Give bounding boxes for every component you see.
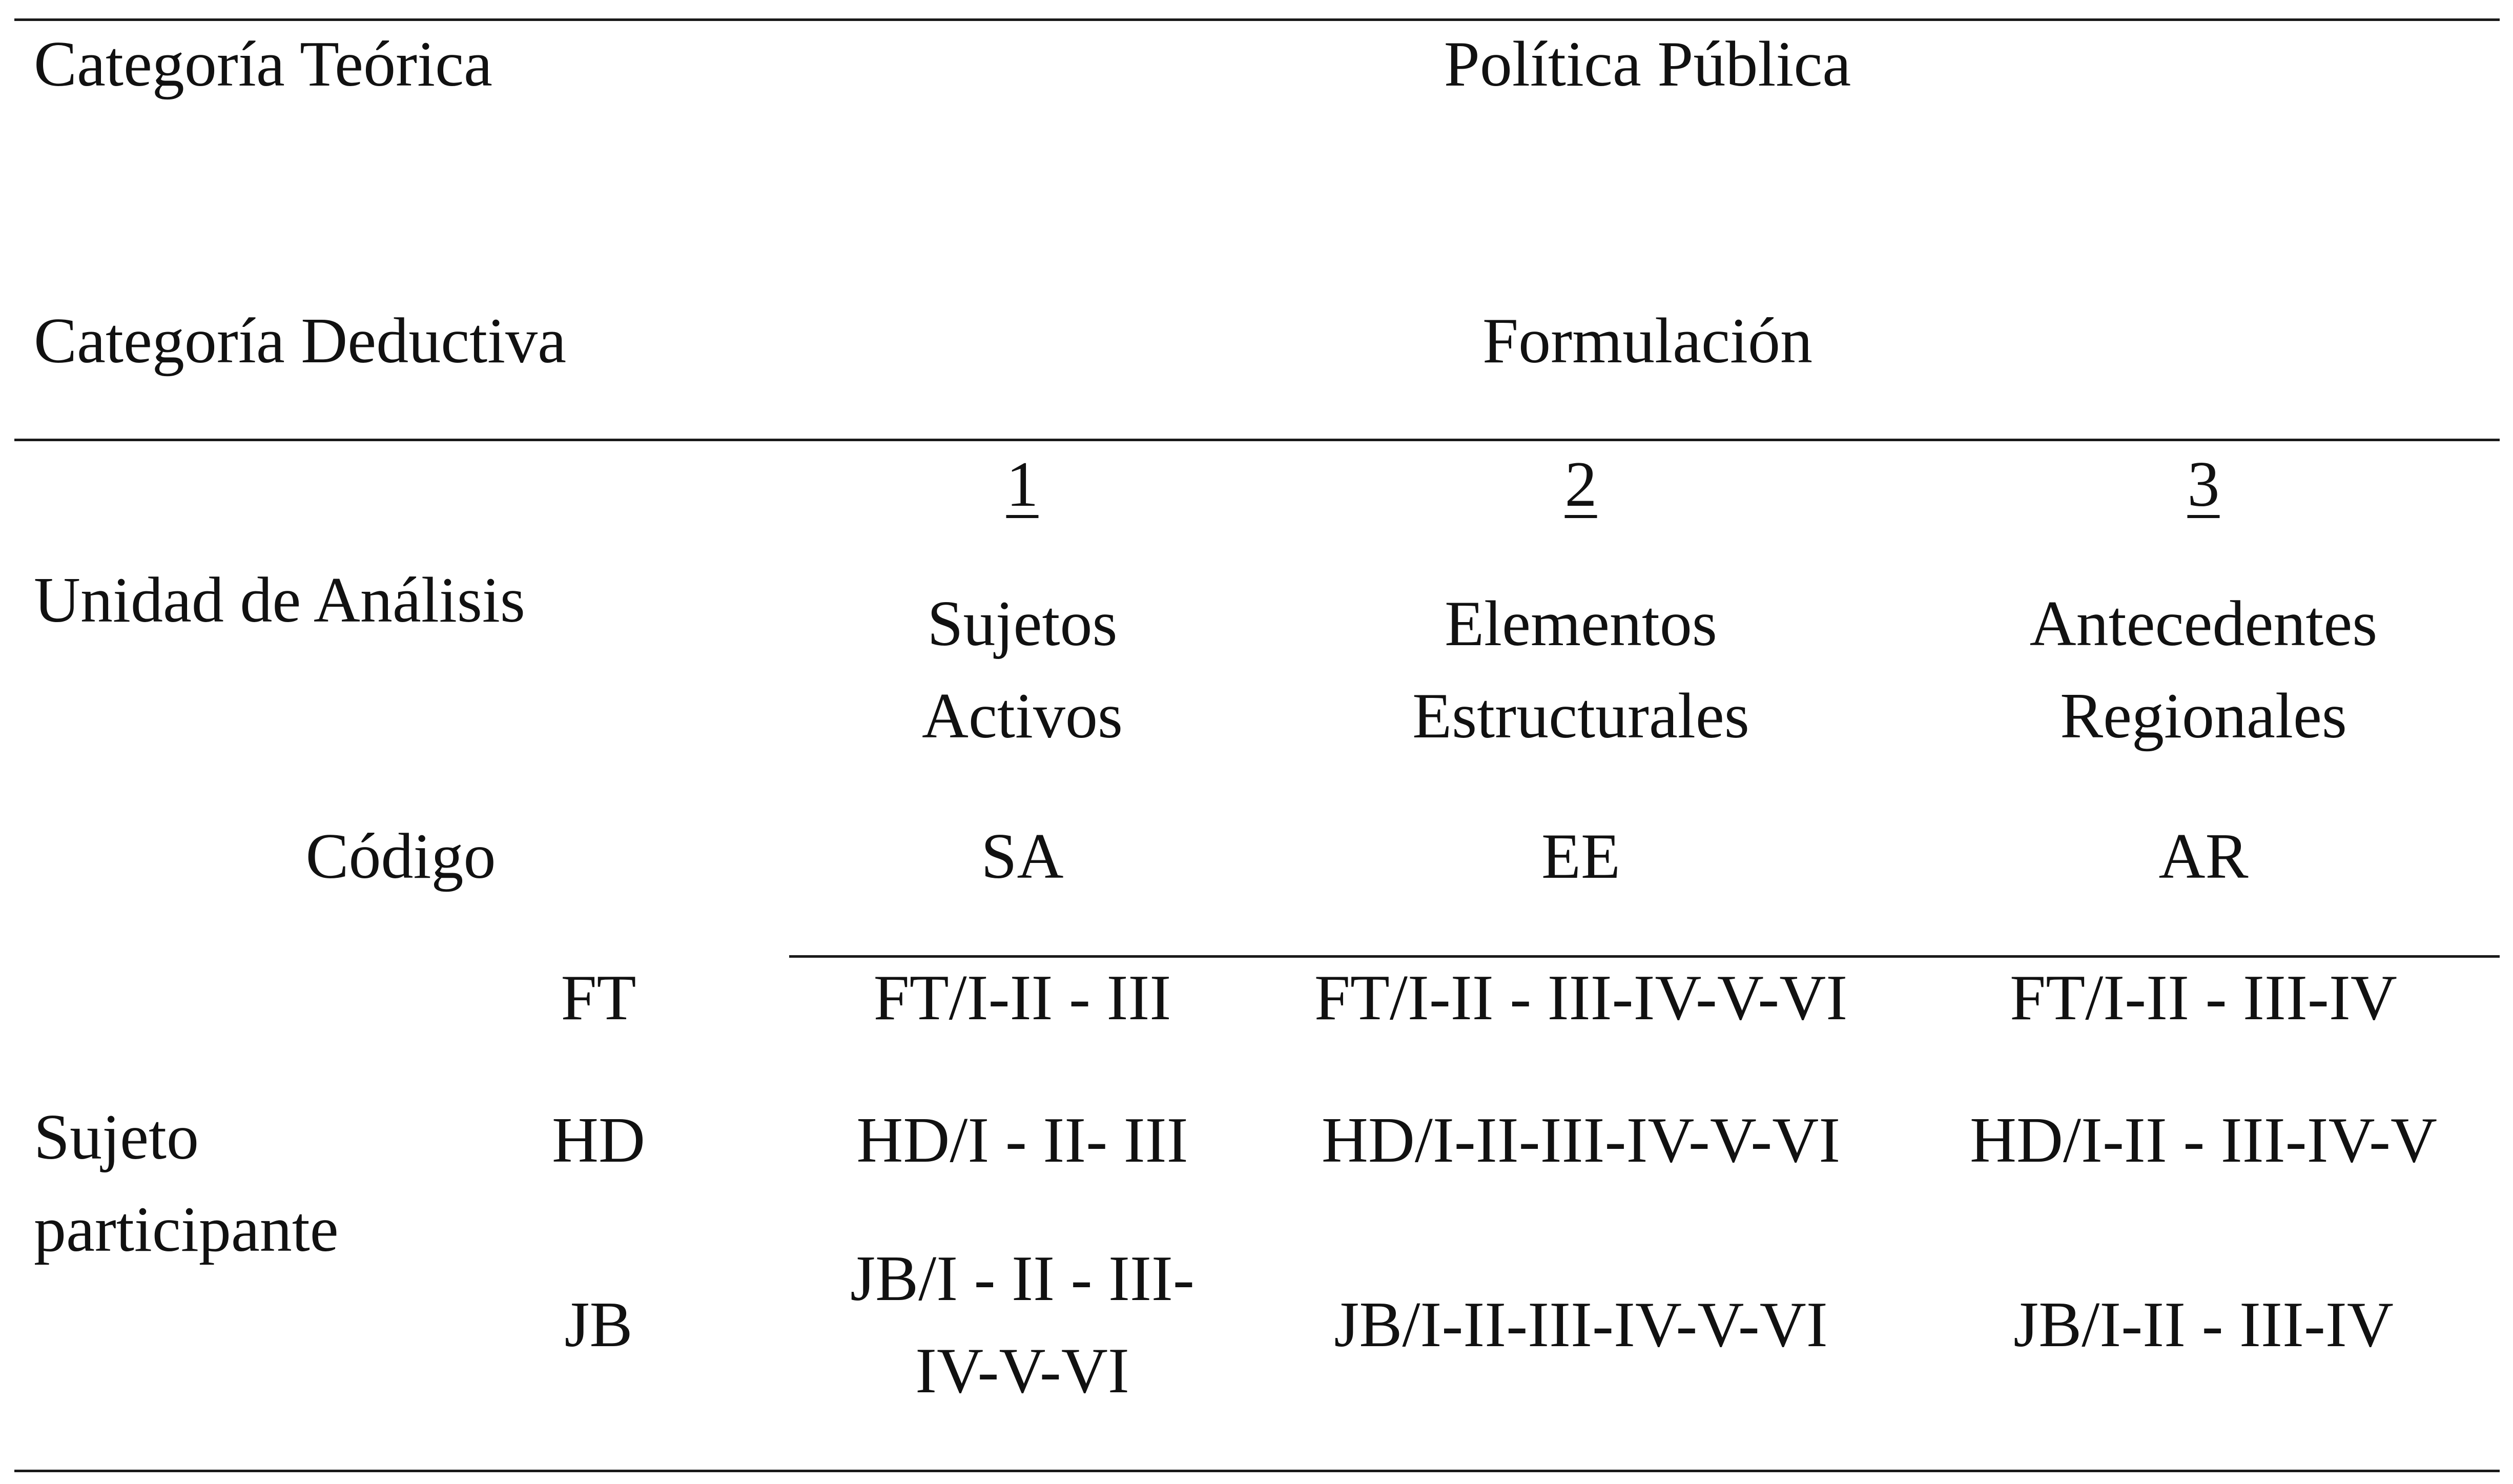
bottom-rule [14,1470,2500,1472]
table-cell: JB/I - II - III- [850,1243,1194,1314]
top-rule [14,18,2500,21]
deductive-category-label: Categoría Deductiva [34,305,567,377]
header-rule [14,439,2500,441]
table-cell: HD/I-II - III-IV-V [1970,1105,2437,1176]
column-number-2: 2 [1564,449,1597,520]
theoretical-category-label: Categoría Teórica [34,29,492,100]
table-cell: FT/I-II - III-IV [2010,962,2397,1034]
subject-label-line2: participante [34,1194,339,1265]
table-cell: HD/I - II- III [856,1105,1188,1176]
column-name-1-line2: Activos [922,681,1123,752]
column-name-3-line1: Antecedentes [2029,588,2378,659]
unit-of-analysis-label: Unidad de Análisis [34,565,525,636]
table-cell: HD/I-II-III-IV-V-VI [1321,1105,1841,1176]
column-code-1: SA [981,821,1064,892]
column-name-2-line2: Estructurales [1412,681,1749,752]
column-name-1-line1: Sujetos [927,588,1118,659]
data-top-rule [789,955,2500,958]
column-number-1: 1 [1006,449,1039,520]
table-cell: JB/I-II - III-IV [2013,1289,2394,1361]
subject-label-line1: Sujeto [34,1102,199,1173]
table-cell: IV-V-VI [915,1335,1129,1407]
code-label: Código [305,821,496,892]
column-code-3: AR [2158,821,2249,892]
column-name-3-line2: Regionales [2060,681,2347,752]
deductive-category-value: Formulación [1482,305,1812,377]
column-name-2-line1: Elementos [1445,588,1717,659]
row-code-jb: JB [564,1289,633,1361]
table-cell: FT/I-II - III [873,962,1171,1034]
column-code-2: EE [1541,821,1620,892]
row-code-ft: FT [561,962,636,1034]
row-code-hd: HD [552,1105,645,1176]
table-cell: JB/I-II-III-IV-V-VI [1334,1289,1828,1361]
table-cell: FT/I-II - III-IV-V-VI [1314,962,1848,1034]
theoretical-category-value: Política Pública [1444,29,1851,100]
column-number-3: 3 [2187,449,2220,520]
